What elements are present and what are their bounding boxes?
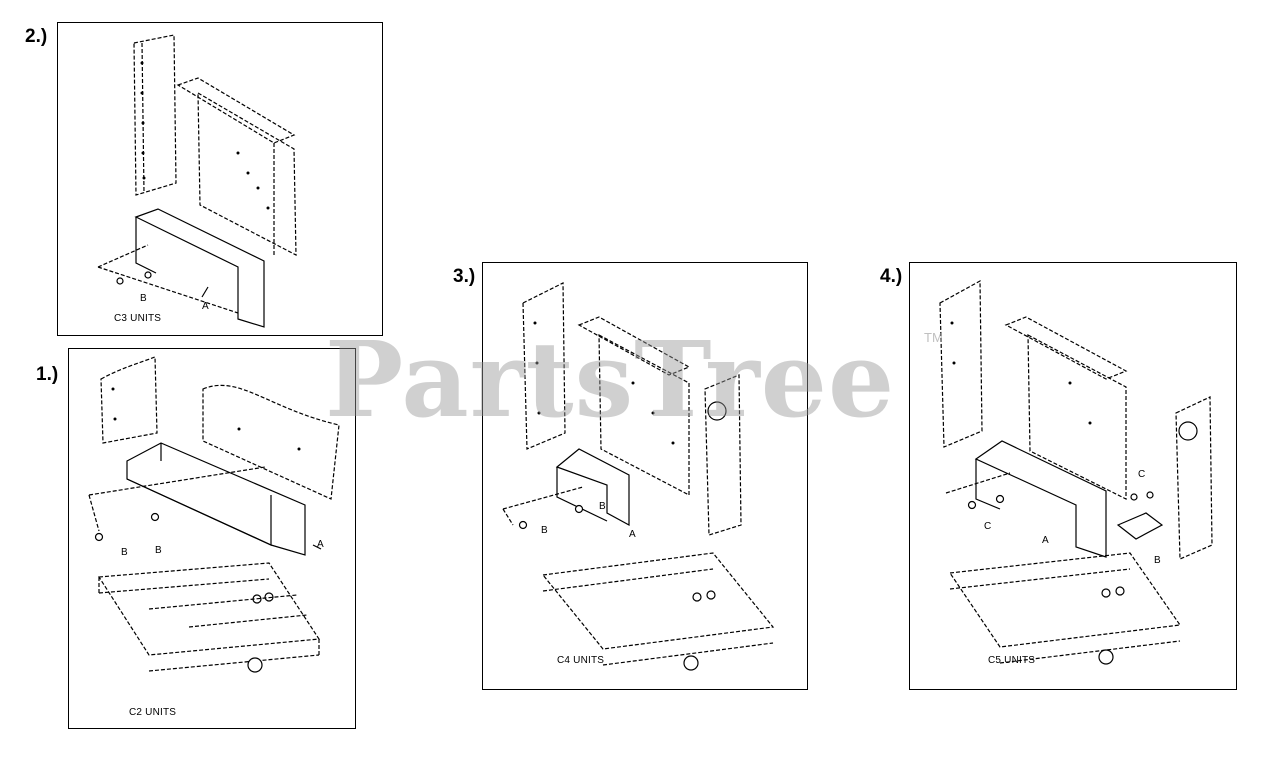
callout-b: B — [1154, 555, 1161, 566]
c5-exploded-view — [939, 279, 1213, 665]
callout-c: C — [1138, 469, 1146, 480]
callout-a: A — [202, 301, 209, 312]
callout-b: B — [155, 545, 162, 556]
c3-exploded-view — [97, 34, 297, 328]
c4-exploded-view — [502, 282, 775, 671]
callout-a: A — [317, 539, 324, 550]
step-number-2: 2.) — [25, 26, 48, 47]
units-label-c4: C4 UNITS — [557, 655, 605, 666]
c2-exploded-view — [88, 356, 340, 673]
units-label-c2: C2 UNITS — [129, 707, 177, 718]
step-number-4: 4.) — [880, 266, 903, 287]
units-label-c5: C5 UNITS — [988, 655, 1036, 666]
step-number-3: 3.) — [453, 266, 476, 287]
diagram-panel-c2: B B A C2 UNITS — [68, 348, 356, 729]
callout-b: B — [541, 525, 548, 536]
callout-b: B — [140, 293, 147, 304]
diagram-panel-c4: B B A C4 UNITS — [482, 262, 808, 690]
step-number-1: 1.) — [36, 364, 59, 385]
watermark-trademark: TM — [924, 330, 943, 345]
callout-a: A — [629, 529, 636, 540]
units-label-c3: C3 UNITS — [114, 313, 162, 324]
diagram-panel-c3: B A C3 UNITS — [57, 22, 383, 336]
callout-b: B — [599, 501, 606, 512]
callout-c: C — [984, 521, 992, 532]
diagram-panel-c5: C C A B C5 UNITS — [909, 262, 1237, 690]
callout-b: B — [121, 547, 128, 558]
callout-a: A — [1042, 535, 1049, 546]
